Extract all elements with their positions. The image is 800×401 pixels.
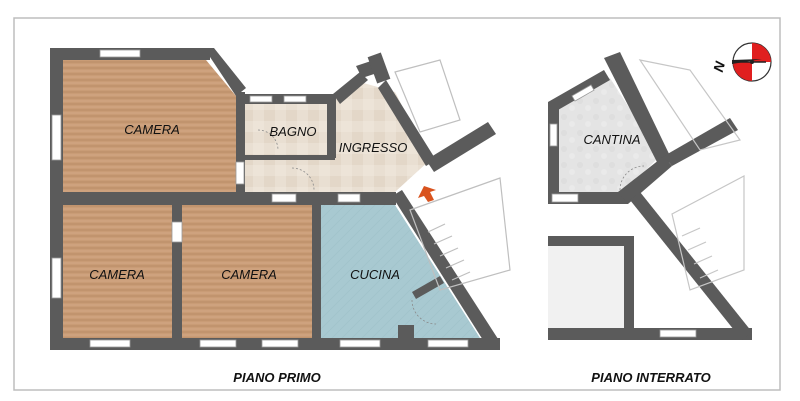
room-label-camera-bottom-left: CAMERA	[89, 267, 145, 282]
basement-doors	[619, 165, 645, 191]
first-floor-plan: CAMERA BAGNO INGRESSO CAMERA CAMERA CUCI…	[50, 48, 511, 385]
floor-title-interrato: PIANO INTERRATO	[591, 370, 710, 385]
first-floor-doors	[257, 129, 437, 325]
basement-windows	[549, 84, 697, 338]
room-label-camera-top: CAMERA	[124, 122, 180, 137]
room-label-cucina: CUCINA	[350, 267, 400, 282]
camera-top-floor	[62, 60, 236, 192]
first-floor-windows	[51, 49, 469, 348]
camera-bottom-left-floor	[62, 205, 172, 338]
cucina-floor	[320, 205, 480, 338]
basement-stairs	[638, 59, 745, 291]
basement-walls	[548, 52, 752, 340]
entrance-arrow-icon	[418, 186, 436, 202]
floor-title-primo: PIANO PRIMO	[233, 370, 320, 385]
room-label-cantina: CANTINA	[583, 132, 640, 147]
basement-plan: CANTINA PIANO INTERRATO	[548, 52, 752, 385]
room-label-camera-bottom-mid: CAMERA	[221, 267, 277, 282]
camera-bottom-mid-floor	[182, 205, 312, 338]
room-label-bagno: BAGNO	[270, 124, 317, 139]
first-floor-stairs	[394, 59, 511, 291]
compass-icon	[732, 42, 772, 82]
cantina-floor	[558, 78, 660, 192]
basement-room-floor	[548, 240, 628, 330]
room-label-ingresso: INGRESSO	[339, 140, 408, 155]
